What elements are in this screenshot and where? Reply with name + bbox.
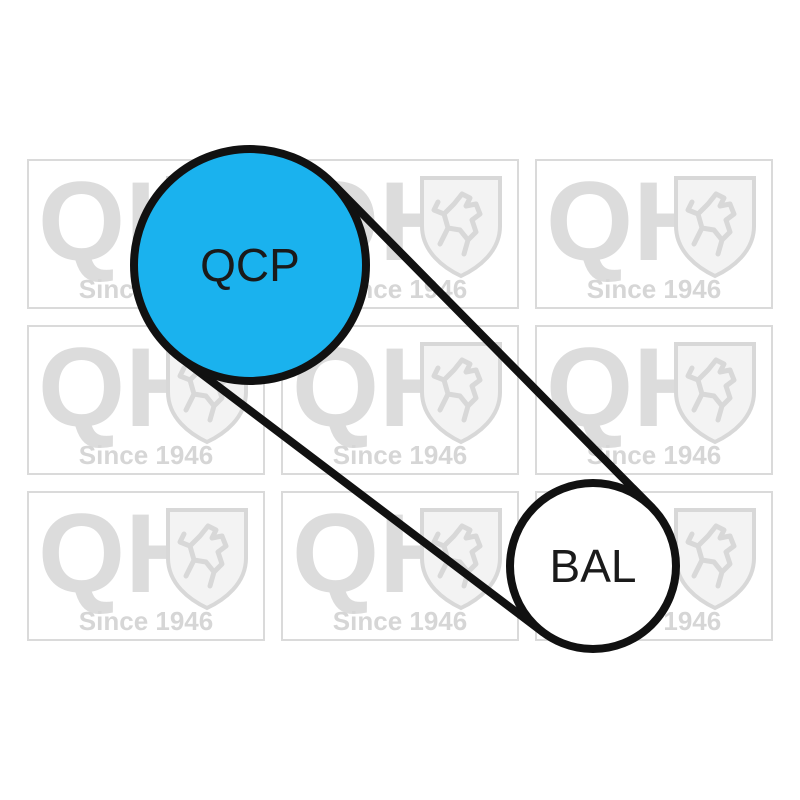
watermark-tagline: Since 1946 bbox=[79, 606, 213, 636]
griffin-shield-icon bbox=[420, 176, 502, 279]
pulley-bal-label: BAL bbox=[550, 540, 637, 592]
griffin-shield-icon bbox=[674, 342, 756, 445]
watermark-tile-border bbox=[535, 159, 773, 309]
belt-span-upper bbox=[328, 179, 657, 512]
watermark-tile-border bbox=[281, 325, 519, 475]
watermark-tile-border bbox=[27, 325, 265, 475]
griffin-shield-icon bbox=[420, 342, 502, 445]
pulley-qcp-label: QCP bbox=[200, 239, 300, 291]
watermark-tile-border bbox=[535, 325, 773, 475]
pulley-qcp: QCP bbox=[130, 145, 370, 385]
griffin-shield-icon bbox=[166, 508, 248, 611]
pulley-qcp-circle bbox=[130, 145, 370, 385]
watermark-tagline: Since 1946 bbox=[587, 274, 721, 304]
pulley-layer: QCP BAL bbox=[130, 145, 680, 653]
griffin-shield-icon bbox=[674, 176, 756, 279]
watermark-tagline: Since 1946 bbox=[333, 606, 467, 636]
watermark-tile-border bbox=[27, 491, 265, 641]
belt-span-lower bbox=[175, 353, 547, 637]
pulley-bal-circle bbox=[506, 479, 680, 653]
watermark-tagline: Since 1946 bbox=[79, 440, 213, 470]
watermark-tagline: Since 1946 bbox=[333, 440, 467, 470]
pulley-bal: BAL bbox=[506, 479, 680, 653]
belt-layer bbox=[175, 179, 657, 637]
